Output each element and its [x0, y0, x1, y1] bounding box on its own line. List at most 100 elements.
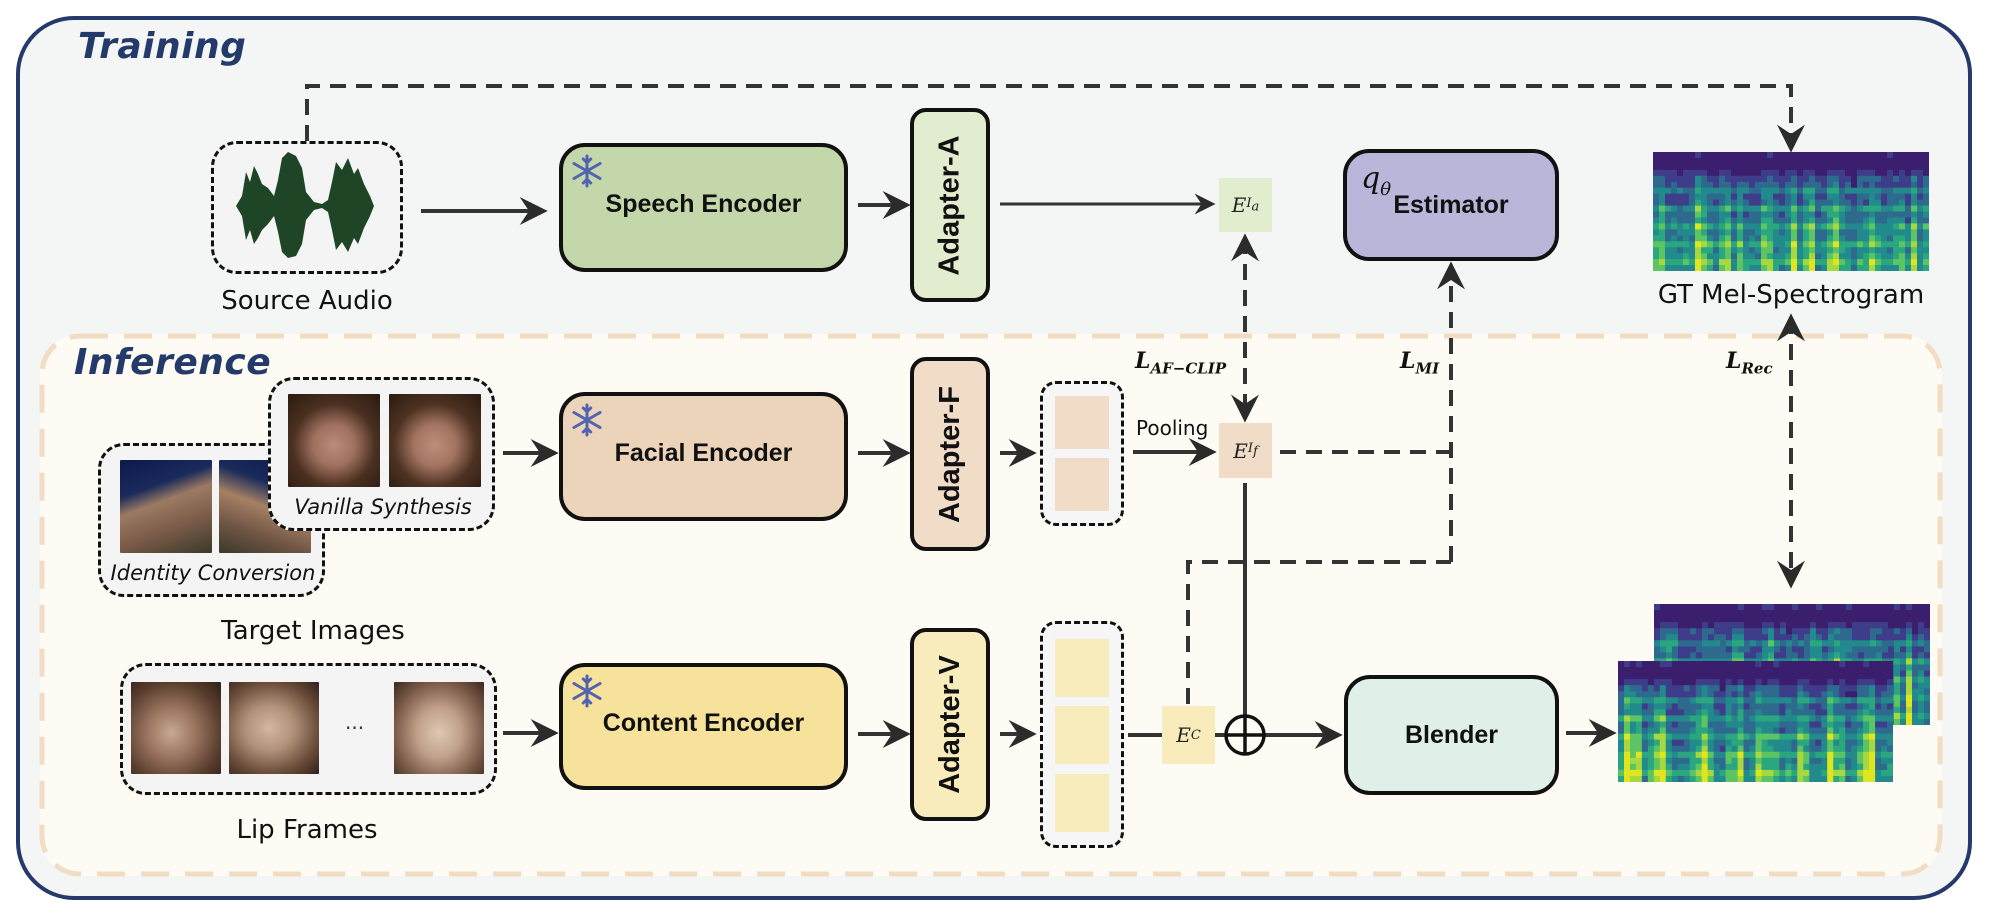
spectrogram-cell — [1707, 721, 1715, 728]
spectrogram-cell — [1635, 745, 1643, 753]
spectrogram-cell — [1863, 709, 1870, 716]
spectrogram-cell — [1923, 223, 1929, 230]
spectrogram-cell — [1857, 163, 1864, 171]
spectrogram-cell — [1683, 187, 1690, 195]
spectrogram-cell — [1702, 616, 1709, 623]
spectrogram-cell — [1731, 235, 1738, 242]
spectrogram-cell — [1918, 694, 1925, 702]
spectrogram-cell — [1785, 235, 1792, 242]
spectrogram-cell — [1815, 175, 1822, 183]
spectrogram-cell — [1773, 163, 1780, 171]
estimator[interactable]: qθ Estimator — [1343, 149, 1559, 261]
spectrogram-cell — [1731, 697, 1739, 704]
spectrogram-cell — [1750, 634, 1757, 641]
spectrogram-cell — [1845, 763, 1852, 771]
spectrogram-cell — [1833, 229, 1840, 236]
speech-encoder[interactable]: Speech Encoder — [559, 143, 848, 272]
spectrogram-cell — [1858, 646, 1865, 653]
spectrogram-cell — [1725, 152, 1732, 159]
spectrogram-cell — [1671, 205, 1678, 213]
spectrogram-cell — [1749, 757, 1756, 765]
spectrogram-cell — [1875, 697, 1882, 704]
spectrogram-cell — [1900, 670, 1907, 677]
spectrogram-cell — [1851, 661, 1858, 668]
spectrogram-cell — [1881, 163, 1888, 171]
spectrogram-cell — [1815, 217, 1822, 224]
spectrogram-cell — [1737, 745, 1745, 753]
spectrogram-cell — [1792, 628, 1799, 635]
spectrogram-cell — [1624, 685, 1631, 692]
spectrogram-cell — [1834, 652, 1841, 659]
spectrogram-cell — [1798, 646, 1805, 653]
spectrogram-cell — [1732, 628, 1739, 635]
spectrogram-cell — [1779, 667, 1786, 674]
spectrogram-cell — [1845, 703, 1852, 710]
spectrogram-cell — [1887, 181, 1894, 189]
spectrogram-cell — [1713, 241, 1720, 248]
spectrogram-cell — [1755, 739, 1762, 747]
spectrogram-cell — [1906, 634, 1913, 641]
content-encoder[interactable]: Content Encoder — [559, 663, 848, 790]
adapter-v[interactable]: Adapter-V — [910, 628, 990, 821]
spectrogram-cell — [1701, 163, 1708, 171]
spectrogram-cell — [1833, 661, 1840, 668]
spectrogram-cell — [1689, 697, 1697, 704]
spectrogram-cell — [1725, 757, 1733, 765]
spectrogram-cell — [1677, 769, 1685, 777]
spectrogram-cell — [1833, 181, 1840, 189]
spectrogram-cell — [1677, 235, 1684, 242]
spectrogram-cell — [1695, 733, 1703, 741]
spectrogram-cell — [1665, 235, 1672, 242]
spectrogram-cell — [1755, 253, 1762, 260]
spectrogram-cell — [1653, 181, 1660, 189]
spectrogram-cell — [1780, 640, 1787, 647]
spectrogram-cell — [1875, 229, 1882, 236]
spectrogram-cell — [1749, 715, 1756, 722]
spectrogram-cell — [1905, 217, 1912, 224]
spectrogram-cell — [1665, 205, 1672, 213]
spectrogram-cell — [1773, 763, 1780, 771]
spectrogram-cell — [1840, 610, 1847, 617]
spectrogram-cell — [1900, 610, 1907, 617]
spectrogram-cell — [1791, 158, 1798, 165]
adapter-a[interactable]: Adapter-A — [910, 108, 990, 302]
adapter-f[interactable]: Adapter-F — [910, 357, 990, 551]
spectrogram-cell — [1671, 259, 1678, 266]
spectrogram-cell — [1923, 259, 1929, 266]
spectrogram-cell — [1630, 721, 1637, 728]
facial-encoder[interactable]: Facial Encoder — [559, 392, 848, 521]
spectrogram-cell — [1887, 175, 1894, 183]
spectrogram-cell — [1792, 622, 1799, 629]
spectrogram-cell — [1665, 691, 1673, 698]
spectrogram-cell — [1834, 646, 1841, 653]
spectrogram-cell — [1797, 259, 1804, 266]
spectrogram-cell — [1911, 158, 1918, 165]
spectrogram-cell — [1839, 223, 1846, 230]
spectrogram-cell — [1719, 751, 1727, 759]
spectrogram-cell — [1780, 646, 1787, 653]
spectrogram-cell — [1894, 670, 1901, 677]
spectrogram-cell — [1918, 676, 1925, 684]
spectrogram-cell — [1725, 193, 1732, 201]
spectrogram-cell — [1749, 175, 1756, 183]
blender[interactable]: Blender — [1344, 675, 1559, 795]
spectrogram-cell — [1683, 745, 1691, 753]
spectrogram-cell — [1851, 241, 1858, 248]
spectrogram-cell — [1924, 700, 1930, 708]
spectrogram-cell — [1689, 769, 1697, 777]
spectrogram-cell — [1918, 640, 1925, 647]
spectrogram-cell — [1647, 751, 1655, 759]
spectrogram-cell — [1774, 616, 1781, 623]
spectrogram-cell — [1893, 152, 1900, 159]
spectrogram-cell — [1821, 776, 1828, 782]
spectrogram-cell — [1756, 652, 1763, 659]
spectrogram-cell — [1792, 640, 1799, 647]
spectrogram-cell — [1647, 776, 1655, 782]
spectrogram-cell — [1810, 646, 1817, 653]
spectrogram-cell — [1809, 697, 1816, 704]
af-clip-loss-label: LAF−CLIP — [1135, 348, 1227, 378]
spectrogram-cell — [1618, 727, 1625, 734]
identity-conversion-caption: Identity Conversion — [110, 561, 316, 585]
spectrogram-cell — [1899, 181, 1906, 189]
